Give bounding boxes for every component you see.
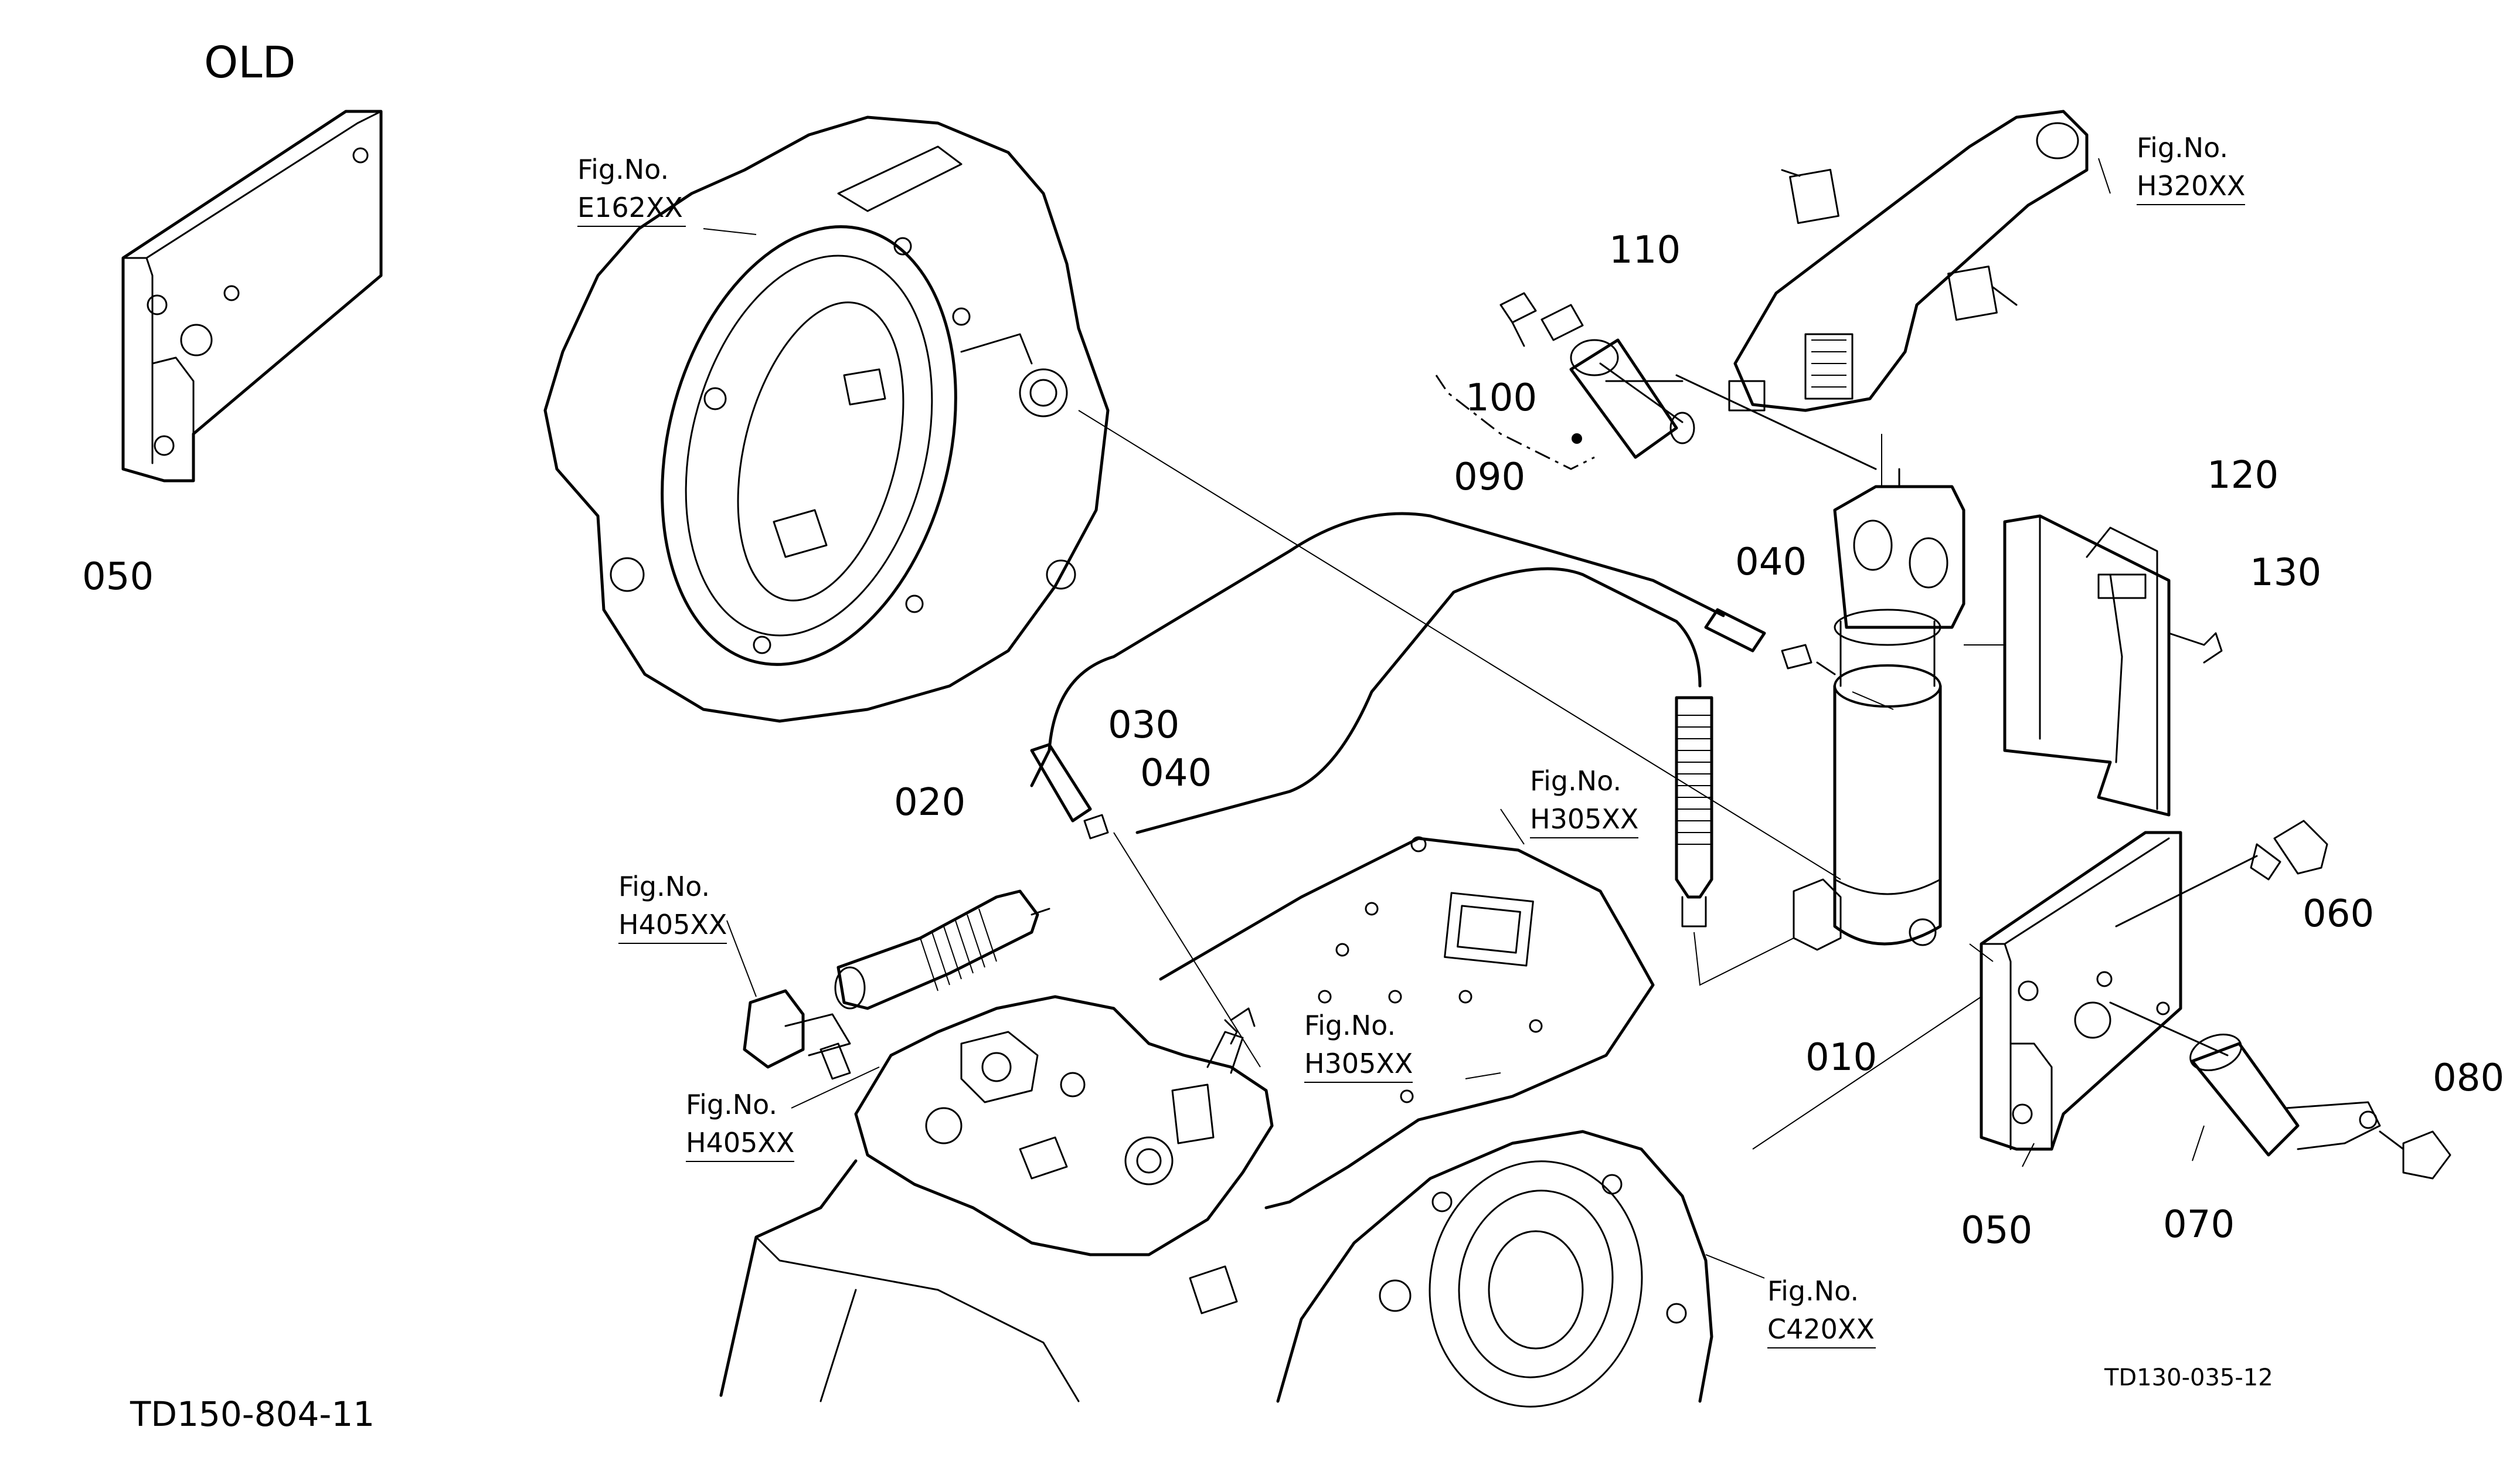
lift-arm-h320: [1728, 110, 2089, 412]
transmission-case-c420: [719, 1130, 1713, 1408]
fig-ref-label: Fig.No.: [1530, 765, 1621, 797]
housing-e162: [543, 115, 1110, 723]
plate-h305: [1159, 836, 1655, 1210]
label-old: OLD: [204, 38, 295, 88]
part-label-110: 110: [1609, 229, 1681, 272]
fig-ref-code: H405XX: [686, 1127, 794, 1159]
pin-070-group: [2109, 820, 2451, 1180]
part-label-100: 100: [1465, 376, 1537, 420]
fig-ref-label: Fig.No.: [577, 154, 669, 185]
cover-120: [2003, 514, 2223, 817]
part-label-040-upper: 040: [1735, 541, 1807, 584]
part-label-030: 030: [1108, 704, 1179, 747]
part-label-010: 010: [1805, 1036, 1877, 1079]
pin-090-group: [1435, 292, 1877, 470]
part-label-070: 070: [2163, 1203, 2235, 1246]
part-label-080: 080: [2433, 1056, 2504, 1100]
old-bracket-050: [121, 110, 383, 483]
part-label-020: 020: [894, 781, 965, 824]
labels: OLD 050 010 020 030 040 040 050 060 070 …: [82, 38, 2504, 1434]
part-label-060: 060: [2303, 892, 2374, 936]
cylinder-010: [1793, 468, 1965, 951]
fig-ref-label: Fig.No.: [2137, 132, 2228, 164]
fig-ref-h305-upper: Fig.No. H305XX: [1530, 765, 1638, 838]
fig-ref-h405-upper: Fig.No. H405XX: [618, 871, 727, 944]
fig-ref-code: H305XX: [1530, 803, 1638, 835]
fig-ref-label: Fig.No.: [1304, 1010, 1396, 1041]
fig-ref-h305-lower: Fig.No. H305XX: [1304, 1010, 1413, 1083]
hoses: [1030, 512, 1836, 928]
drawing-code-right: TD130-035-12: [2104, 1364, 2273, 1391]
part-label-120: 120: [2207, 454, 2278, 497]
leader-lines: [703, 158, 2205, 1279]
part-label-130: 130: [2250, 551, 2321, 594]
fig-ref-code: H405XX: [618, 909, 727, 940]
part-label-050-old: 050: [82, 555, 154, 599]
fig-ref-h320: Fig.No. H320XX: [2137, 132, 2245, 205]
fig-ref-code: H320XX: [2137, 170, 2245, 202]
drawing-code-left: TD150-804-11: [130, 1394, 375, 1434]
valve-body: [743, 989, 1274, 1314]
bracket-050-new: [1980, 831, 2182, 1151]
valve-020: [834, 889, 1050, 1010]
fig-ref-h405-lower: Fig.No. H405XX: [686, 1089, 794, 1162]
fig-ref-code: C420XX: [1767, 1313, 1875, 1345]
fig-ref-e162: Fig.No. E162XX: [577, 154, 686, 227]
fig-ref-label: Fig.No.: [1767, 1275, 1859, 1307]
part-label-090: 090: [1454, 456, 1525, 499]
part-label-050-new: 050: [1961, 1209, 2032, 1252]
fig-ref-label: Fig.No.: [686, 1089, 777, 1120]
fig-ref-c420: Fig.No. C420XX: [1767, 1275, 1876, 1348]
fig-ref-label: Fig.No.: [618, 871, 710, 902]
fig-ref-code: E162XX: [577, 192, 683, 223]
part-label-040-lower: 040: [1140, 752, 1212, 795]
fig-ref-code: H305XX: [1304, 1048, 1413, 1079]
